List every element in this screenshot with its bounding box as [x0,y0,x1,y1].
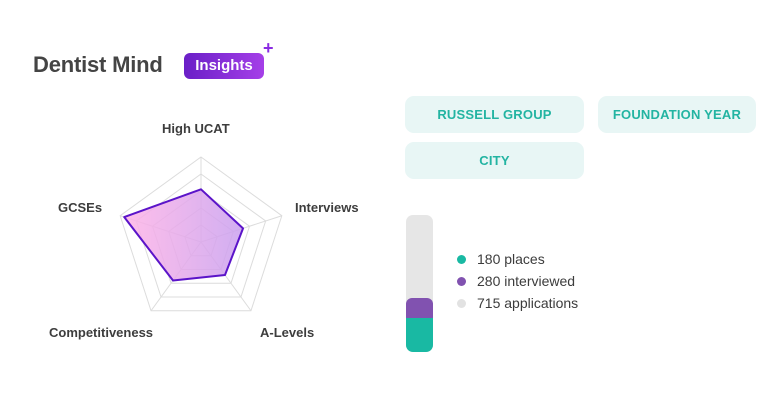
stats-legend: 180 places 280 interviewed 715 applicati… [457,248,578,314]
legend-item-places: 180 places [457,248,578,270]
axis-label-gcses: GCSEs [58,200,103,215]
tag-foundation-year[interactable]: FOUNDATION YEAR [598,96,756,133]
tag-russell-group[interactable]: RUSSELL GROUP [405,96,584,133]
radar-shape [123,188,245,282]
radar-grid-ring [119,156,283,312]
legend-item-applications: 715 applications [457,292,578,314]
brand-title: Dentist Mind [33,52,163,77]
plus-icon: + [263,38,274,58]
bar-segment-places [406,317,433,352]
tag-city[interactable]: CITY [405,142,584,179]
bar-segment-interviewed [406,298,433,318]
insights-badge: Insights [184,53,264,79]
stats-bar [406,215,433,352]
places-dot-icon [457,254,466,264]
axis-label-competitiveness: Competitiveness [49,325,154,340]
interviewed-dot-icon [457,276,466,286]
places-label: 180 places [477,251,545,267]
interviewed-label: 280 interviewed [477,273,576,289]
legend-item-interviewed: 280 interviewed [457,270,578,292]
axis-label-interviews: Interviews [295,200,359,215]
applications-label: 715 applications [477,295,579,311]
axis-label-high-ucat: High UCAT [162,121,230,136]
axis-label-a-levels: A-Levels [260,325,315,340]
applications-dot-icon [457,298,466,308]
